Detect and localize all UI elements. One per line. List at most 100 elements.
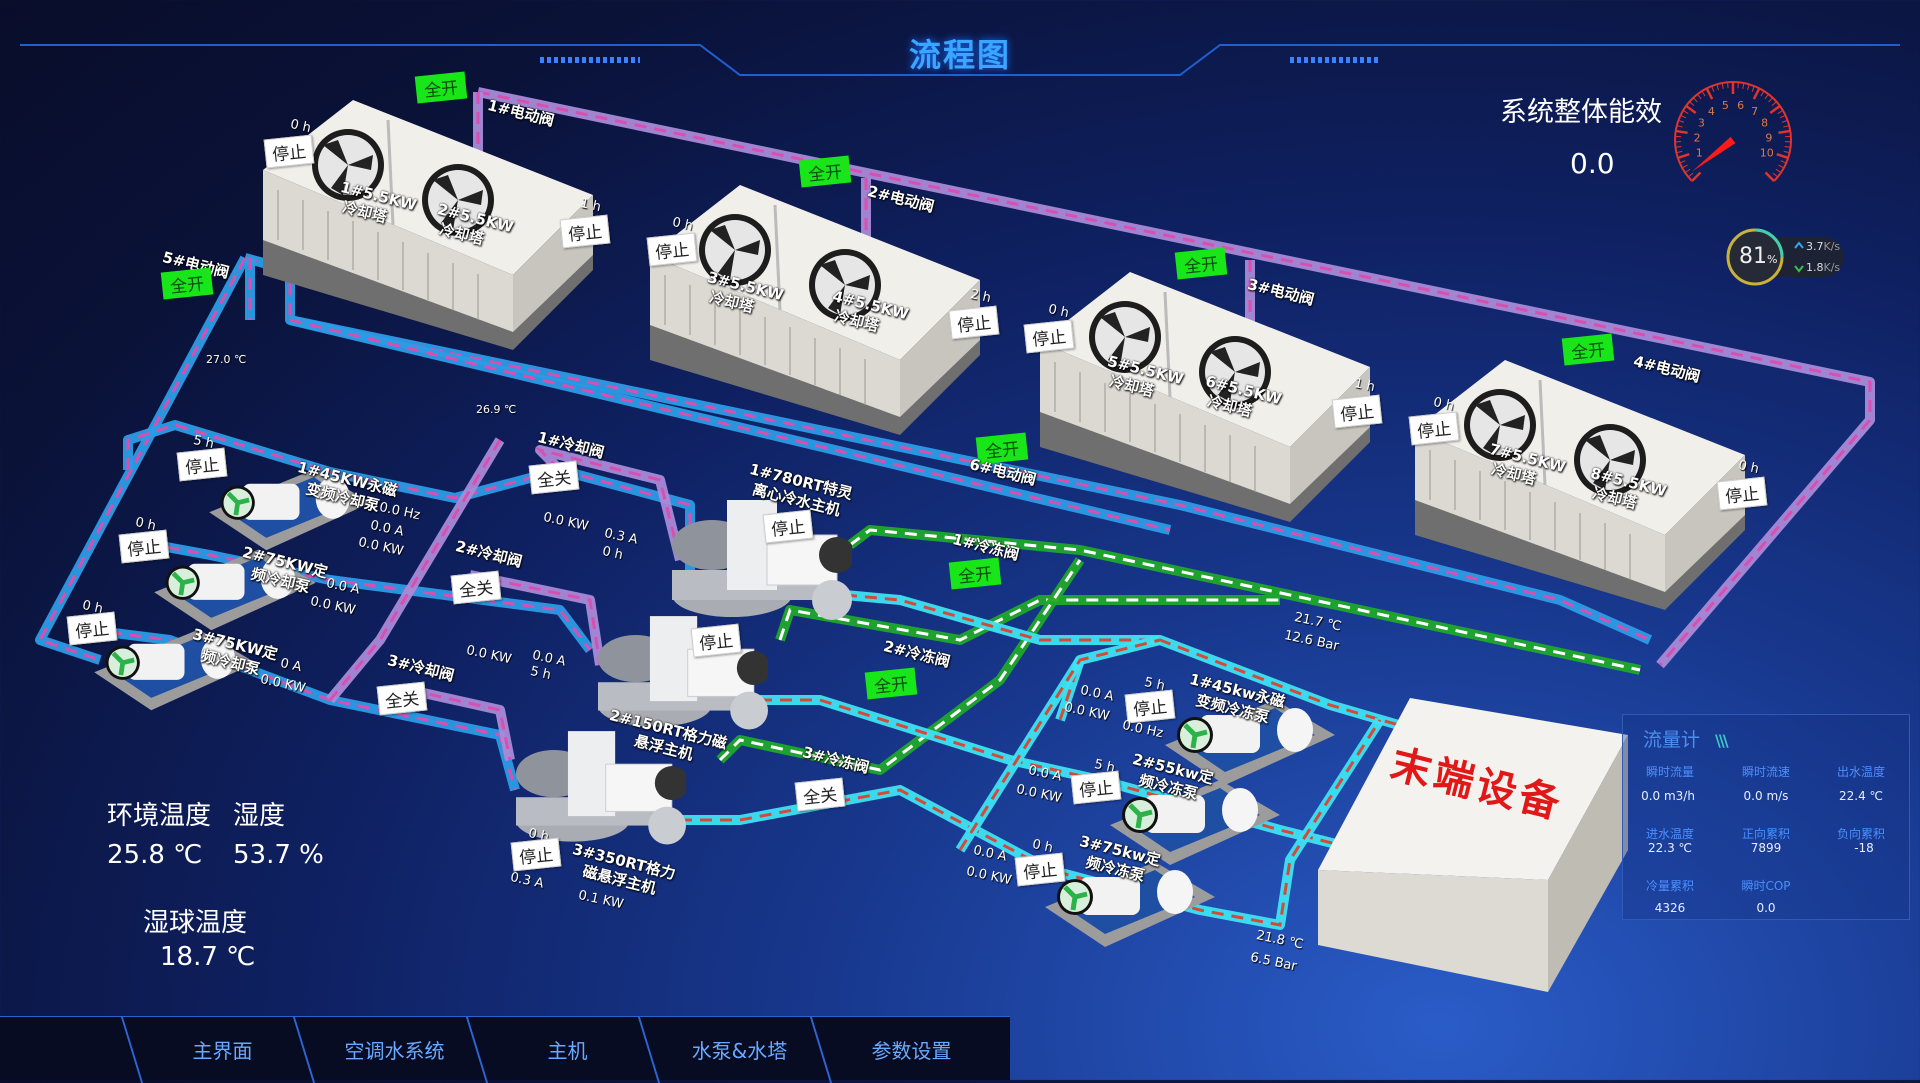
cooling-pump-2-status[interactable]: 停止 — [119, 530, 170, 564]
gauge-tick — [1769, 98, 1773, 102]
chilled-pump-3-status[interactable]: 停止 — [1015, 853, 1066, 887]
tower-4-right-status[interactable]: 停止 — [1717, 477, 1768, 511]
cooling-supply-temp: 27.0 ℃ — [206, 353, 246, 366]
gauge-tick — [1770, 106, 1780, 113]
gauge-tick — [1773, 173, 1778, 177]
gauge-tick — [1777, 154, 1788, 158]
tower-1-valve-state[interactable]: 全开 — [415, 71, 468, 103]
gauge-tick — [1697, 94, 1701, 99]
gauge-tick — [1748, 84, 1750, 90]
humidity-label: 湿度 — [233, 795, 285, 832]
gauge-tick — [1712, 86, 1714, 92]
gauge-tick — [1675, 147, 1681, 148]
fm-label: 出水温度 — [1816, 763, 1906, 780]
gauge-tick — [1677, 126, 1683, 127]
tab-pump-tower[interactable]: 水泵&水塔 — [652, 1017, 827, 1081]
gauge-tick — [1702, 91, 1705, 96]
cooling-pump-3-status[interactable]: 停止 — [67, 612, 118, 646]
net-down-value: 1.8 — [1806, 261, 1824, 274]
cooling-pump-1-status[interactable]: 停止 — [177, 448, 228, 482]
chiller-2-status[interactable]: 停止 — [691, 624, 742, 658]
tower-4-valve-state[interactable]: 全开 — [1562, 333, 1615, 365]
gauge-tick — [1780, 115, 1785, 118]
gauge-tick — [1765, 94, 1769, 99]
tab-chiller[interactable]: 主机 — [480, 1017, 655, 1081]
gauge-tick — [1783, 126, 1789, 127]
fm-label: 瞬时流量 — [1625, 763, 1715, 780]
net-up-value: 3.7 — [1806, 240, 1824, 253]
gauge-tick — [1683, 110, 1688, 113]
chilled-valve-2-state[interactable]: 全开 — [865, 667, 918, 699]
chiller-1-status[interactable]: 停止 — [763, 510, 814, 544]
gauge-tick — [1680, 161, 1686, 163]
gauge-tick-label: 9 — [1765, 131, 1772, 144]
cooling-tower-1[interactable] — [263, 100, 593, 350]
gauge-tick — [1738, 82, 1739, 88]
net-down-unit: K/s — [1824, 261, 1841, 274]
cooling-tower-2[interactable] — [650, 185, 980, 435]
flowmeter-signal-icon: \\\ — [1715, 731, 1727, 750]
gauge-tick — [1766, 173, 1774, 181]
efficiency-value: 0.0 — [1570, 147, 1615, 180]
gauge-tick — [1685, 169, 1690, 172]
tower-1-right-status[interactable]: 停止 — [560, 215, 611, 249]
gauge-tick — [1743, 83, 1744, 89]
tower-2-left-status[interactable]: 停止 — [647, 233, 698, 267]
gauge-tick — [1692, 173, 1700, 181]
gauge-tick — [1681, 115, 1686, 118]
fm-value: 0.0 m/s — [1721, 789, 1811, 803]
env-temp-label: 环境温度 — [107, 795, 211, 832]
fm-value: 7899 — [1721, 841, 1811, 855]
gauge-tick — [1784, 151, 1790, 152]
gauge-tick-label: 1 — [1696, 147, 1703, 160]
gauge-tick — [1785, 147, 1791, 148]
net-up-unit: K/s — [1824, 240, 1841, 253]
gauge-tick — [1693, 98, 1697, 102]
cooling-valve-1-state[interactable]: 全关 — [529, 461, 580, 495]
tower-3-left-status[interactable]: 停止 — [1024, 320, 1075, 354]
chiller-3-status[interactable]: 停止 — [511, 838, 562, 872]
fm-label: 负向累积 — [1816, 825, 1906, 842]
tower-3-right-status[interactable]: 停止 — [1332, 395, 1383, 429]
gauge-tick — [1761, 91, 1764, 96]
gauge-tick — [1778, 110, 1783, 113]
gauge-tick-label: 4 — [1708, 105, 1715, 118]
chilled-pump-1-status[interactable]: 停止 — [1125, 690, 1176, 724]
fm-label: 瞬时流速 — [1721, 763, 1811, 780]
fm-value: 0.0 — [1721, 901, 1811, 915]
tower-4-left-status[interactable]: 停止 — [1409, 412, 1460, 446]
tower-3-valve-state[interactable]: 全开 — [1175, 247, 1228, 279]
fm-label: 瞬时COP — [1721, 877, 1811, 894]
tab-settings[interactable]: 参数设置 — [824, 1017, 999, 1081]
cooling-valve-2-state[interactable]: 全关 — [451, 571, 502, 605]
env-temp-value: 25.8 ℃ — [107, 840, 202, 870]
cooling-valve-3-state[interactable]: 全关 — [377, 682, 428, 716]
tab-ac-water[interactable]: 空调水系统 — [307, 1017, 482, 1081]
net-percent: 81% — [1739, 244, 1777, 269]
gauge-tick-label: 8 — [1761, 117, 1768, 130]
tower-1-left-status[interactable]: 停止 — [264, 135, 315, 169]
net-up: 3.7K/s — [1806, 240, 1840, 253]
fm-label: 进水温度 — [1625, 825, 1715, 842]
net-percent-unit: % — [1767, 253, 1777, 266]
page-title: 流程图 — [0, 30, 1920, 76]
gauge-tick — [1752, 86, 1754, 92]
gauge-tick — [1728, 82, 1729, 88]
gauge-tick — [1754, 88, 1759, 99]
tower-2-valve-state[interactable]: 全开 — [799, 155, 852, 187]
tab-main[interactable]: 主界面 — [135, 1017, 310, 1081]
net-down: 1.8K/s — [1806, 261, 1840, 274]
cooling-return-temp: 26.9 ℃ — [476, 403, 516, 416]
tower-2-right-status[interactable]: 停止 — [949, 306, 1000, 340]
flowmeter-panel: 流量计 \\\ 瞬时流量 0.0 m3/h 瞬时流速 0.0 m/s 出水温度 … — [1622, 714, 1910, 920]
gauge-tick — [1682, 165, 1687, 168]
gauge-tick — [1689, 102, 1694, 106]
wetbulb-label: 湿球温度 — [143, 902, 247, 939]
bypass-valve-5-state[interactable]: 全开 — [161, 267, 214, 299]
chilled-valve-3-state[interactable]: 全关 — [795, 778, 846, 812]
gauge-tick — [1678, 120, 1684, 122]
chilled-pump-2-status[interactable]: 停止 — [1071, 771, 1122, 805]
chilled-valve-1-state[interactable]: 全开 — [949, 557, 1002, 589]
gauge-tick — [1782, 120, 1788, 122]
